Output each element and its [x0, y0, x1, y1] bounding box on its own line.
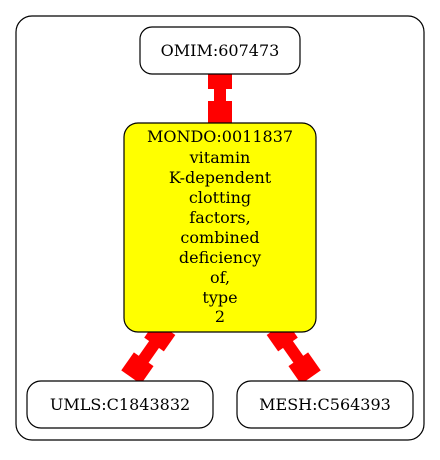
node-mondo-line-2: vitamin [189, 148, 251, 167]
node-mondo-line-1: MONDO:0011837 [147, 127, 293, 146]
node-mondo-line-6: combined [180, 228, 259, 247]
node-omim[interactable]: OMIM:607473 [139, 26, 301, 75]
node-mesh[interactable]: MESH:C564393 [236, 380, 414, 429]
edge-arrow-shaft [282, 340, 304, 364]
edge-arrow-head-bottom [208, 101, 232, 123]
node-omim-box [139, 26, 301, 75]
edge-arrow-head-bottom [288, 352, 321, 385]
node-mondo-line-4: clotting [189, 188, 251, 207]
node-mesh-box [236, 380, 414, 429]
edge-arrow-shaft [138, 340, 160, 364]
node-umls-box [26, 380, 214, 429]
node-mondo[interactable]: MONDO:0011837 vitamin K-dependent clotti… [123, 122, 317, 333]
node-umls[interactable]: UMLS:C1843832 [26, 380, 214, 429]
node-mesh-label: MESH:C564393 [259, 395, 391, 414]
node-mondo-box [123, 122, 317, 333]
node-mondo-line-3: K-dependent [169, 168, 272, 187]
node-mondo-line-7: deficiency [179, 248, 261, 267]
edge-arrow-head-bottom [121, 352, 154, 385]
node-mondo-line-8: of, [210, 268, 230, 287]
node-mondo-line-5: factors, [189, 208, 250, 227]
node-umls-label: UMLS:C1843832 [50, 395, 190, 414]
node-omim-label: OMIM:607473 [161, 41, 280, 60]
node-mondo-line-9: type [202, 288, 237, 307]
edge-arrow-shaft [214, 87, 226, 103]
node-mondo-line-10: 2 [215, 307, 225, 326]
